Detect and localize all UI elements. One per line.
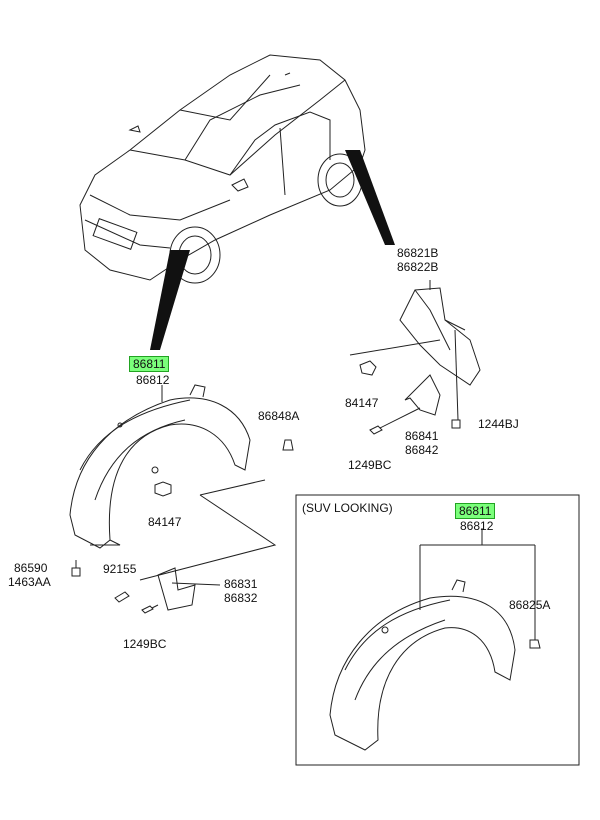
part-label-86812-main: 86812 — [136, 373, 170, 387]
car-illustration — [79, 54, 366, 284]
leader-wedge-rear — [345, 150, 395, 245]
part-label-86811-suv: 86811 — [454, 503, 496, 519]
part-label-84147-left: 84147 — [148, 515, 182, 529]
part-label-86842: 86842 — [405, 443, 439, 457]
leader-1244BJ — [454, 329, 459, 421]
suv-looking-box — [295, 494, 580, 766]
bolt-1244BJ — [451, 419, 461, 429]
part-label-1463AA: 1463AA — [8, 575, 51, 589]
mudflap-86831 — [157, 567, 196, 611]
part-label-84147-right: 84147 — [345, 396, 379, 410]
part-label-1249BC-left: 1249BC — [123, 637, 167, 651]
part-label-86848A: 86848A — [258, 409, 300, 423]
part-label-1244BJ: 1244BJ — [478, 417, 519, 431]
mudflap-86841 — [404, 374, 441, 416]
part-label-86821B: 86821B — [397, 246, 439, 260]
part-label-86822B: 86822B — [397, 260, 439, 274]
nut-84147-right — [359, 360, 377, 376]
nut-84147-left — [154, 481, 172, 497]
part-label-86590: 86590 — [14, 561, 48, 575]
screw-1249BC-left — [141, 604, 159, 614]
clip-86848A — [282, 439, 294, 451]
part-label-1249BC-right: 1249BC — [348, 458, 392, 472]
part-label-86831: 86831 — [224, 577, 258, 591]
part-label-86841: 86841 — [405, 429, 439, 443]
leader-86831 — [171, 582, 221, 586]
part-label-86812-suv: 86812 — [460, 519, 494, 533]
part-label-92155: 92155 — [103, 562, 137, 576]
leader-1249BC-right — [379, 407, 421, 429]
suv-box-title: (SUV LOOKING) — [302, 501, 393, 515]
bolt-86590 — [71, 560, 81, 577]
leader-84147-right — [349, 339, 441, 356]
part-label-86825A: 86825A — [509, 598, 551, 612]
clip-86825A — [529, 639, 541, 649]
rear-wheel-guard — [399, 287, 481, 386]
bolt-92155 — [114, 591, 130, 603]
leader-wedge-front — [150, 250, 190, 350]
leader-86831-group — [139, 479, 277, 581]
part-label-86811-main: 86811 — [128, 356, 170, 372]
suv-wheel-guard — [329, 579, 516, 751]
leader-86811-suv — [419, 544, 536, 640]
front-wheel-guard — [69, 384, 251, 549]
screw-1249BC-right — [369, 425, 383, 435]
part-label-86832: 86832 — [224, 591, 258, 605]
